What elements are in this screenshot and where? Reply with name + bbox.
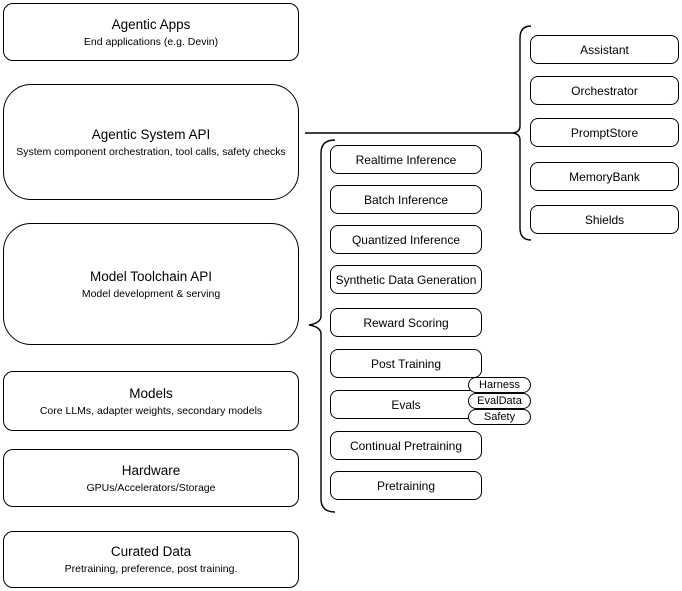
node-synthetic-data-generation: Synthetic Data Generation xyxy=(330,265,482,294)
node-subtitle: GPUs/Accelerators/Storage xyxy=(86,481,216,494)
node-assistant: Assistant xyxy=(530,35,679,64)
node-curated-data: Curated Data Pretraining, preference, po… xyxy=(3,531,299,588)
node-pretraining: Pretraining xyxy=(330,471,482,500)
node-label: Quantized Inference xyxy=(351,232,461,247)
node-promptstore: PromptStore xyxy=(530,118,679,147)
tag-safety: Safety xyxy=(468,409,531,425)
node-label: Shields xyxy=(584,212,625,227)
node-quantized-inference: Quantized Inference xyxy=(330,225,482,254)
node-label: Continual Pretraining xyxy=(349,438,463,453)
node-agentic-system-api: Agentic System API System component orch… xyxy=(3,84,299,200)
tag-label: EvalData xyxy=(477,395,522,407)
node-memorybank: MemoryBank xyxy=(530,162,679,191)
node-title: Hardware xyxy=(121,462,181,478)
node-evals: Evals xyxy=(330,390,482,419)
node-title: Model Toolchain API xyxy=(89,268,213,284)
node-label: Assistant xyxy=(580,42,629,57)
node-subtitle: System component orchestration, tool cal… xyxy=(16,145,286,158)
node-label: Evals xyxy=(391,397,421,412)
node-title: Agentic System API xyxy=(91,126,211,142)
node-batch-inference: Batch Inference xyxy=(330,185,482,214)
node-label: Synthetic Data Generation xyxy=(335,272,477,287)
node-title: Curated Data xyxy=(110,544,192,559)
node-label: Post Training xyxy=(370,356,442,371)
node-title: Models xyxy=(129,385,173,401)
node-orchestrator: Orchestrator xyxy=(530,76,679,105)
node-label: Reward Scoring xyxy=(363,315,449,330)
node-label: PromptStore xyxy=(570,125,639,140)
node-subtitle: Model development & serving xyxy=(81,287,221,300)
node-reward-scoring: Reward Scoring xyxy=(330,308,482,337)
node-title: Agentic Apps xyxy=(111,16,191,32)
node-label: Batch Inference xyxy=(363,192,449,207)
node-label: Realtime Inference xyxy=(355,152,457,167)
node-subtitle: Core LLMs, adapter weights, secondary mo… xyxy=(39,404,263,417)
node-subtitle: Pretraining, preference, post training. xyxy=(64,563,238,575)
node-label: Pretraining xyxy=(376,478,436,493)
tag-label: Safety xyxy=(483,411,516,423)
system-components-group-brace xyxy=(512,25,532,241)
tag-evaldata: EvalData xyxy=(468,393,531,409)
node-label: MemoryBank xyxy=(569,169,640,184)
node-shields: Shields xyxy=(530,205,679,234)
node-models: Models Core LLMs, adapter weights, secon… xyxy=(3,371,299,431)
node-label: Orchestrator xyxy=(571,83,638,98)
node-agentic-apps: Agentic Apps End applications (e.g. Devi… xyxy=(3,3,299,61)
node-hardware: Hardware GPUs/Accelerators/Storage xyxy=(3,449,299,507)
node-realtime-inference: Realtime Inference xyxy=(330,145,482,174)
node-continual-pretraining: Continual Pretraining xyxy=(330,431,482,460)
tag-label: Harness xyxy=(479,379,520,391)
node-model-toolchain-api: Model Toolchain API Model development & … xyxy=(3,223,299,345)
node-post-training: Post Training xyxy=(330,349,482,378)
tag-harness: Harness xyxy=(468,377,531,393)
node-subtitle: End applications (e.g. Devin) xyxy=(83,35,219,48)
